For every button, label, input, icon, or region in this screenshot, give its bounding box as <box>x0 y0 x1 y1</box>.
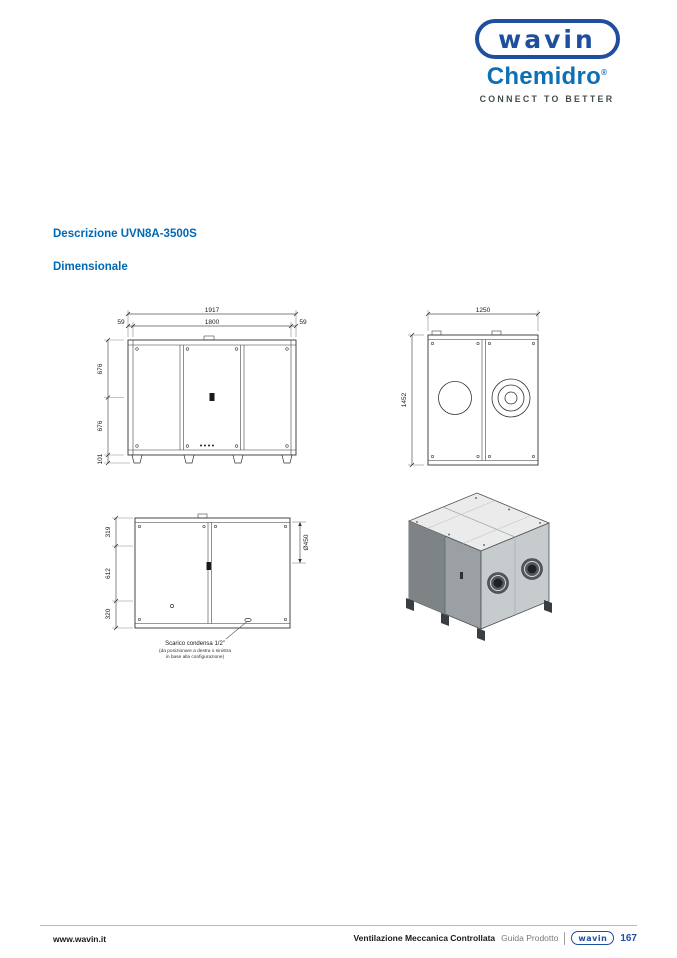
front-view-drawing: 1917 1800 59 59 676 676 101 <box>90 305 315 485</box>
door-handle-icon <box>209 393 215 401</box>
brand-tagline: CONNECT TO BETTER <box>479 94 615 104</box>
description-heading: Descrizione UVN8A-3500S <box>53 228 197 240</box>
dim-right-cap: 59 <box>299 319 307 326</box>
isometric-view-svg <box>406 492 552 641</box>
dim-left-cap: 59 <box>117 319 125 326</box>
condensate-drain-fitting <box>244 618 252 622</box>
flanged-duct-opening <box>491 378 531 418</box>
dim-top-section: 319 <box>105 526 112 537</box>
side-view-drawing: 1250 1452 <box>398 305 548 485</box>
registered-mark: ® <box>601 68 608 77</box>
dim-upper-height: 676 <box>97 363 104 374</box>
iso-door-handle <box>460 572 463 579</box>
iso-duct-1 <box>487 572 509 594</box>
isometric-view-drawing <box>392 478 572 658</box>
brand-block: wavin Chemidro® CONNECT TO BETTER <box>472 19 622 104</box>
side-view-svg: 1250 1452 <box>401 307 541 468</box>
duct-opening <box>438 381 472 415</box>
dim-base-height: 101 <box>97 453 104 464</box>
footer-website: www.wavin.it <box>53 934 107 944</box>
footer-doc-subtitle: Guida Prodotto <box>501 933 559 943</box>
unit-body-side <box>427 334 539 466</box>
dim-middle-section: 612 <box>105 568 112 579</box>
dim-inner-width: 1800 <box>205 319 220 326</box>
footer-separator <box>564 931 566 945</box>
footer-right-block: Ventilazione Meccanica Controllata Guida… <box>353 931 637 945</box>
chemidro-logo-text: Chemidro <box>486 63 602 90</box>
unit-body-left <box>134 517 291 629</box>
iso-duct-2 <box>521 558 543 580</box>
dim-height: 1452 <box>401 392 408 407</box>
wavin-logo: wavin <box>474 19 620 59</box>
left-view-drawing: 319 612 320 Ø450 Scarico condensa 1/2" <box>90 498 330 673</box>
condensate-note-2: in base alla configurazione) <box>166 654 225 660</box>
page-number: 167 <box>620 932 637 944</box>
dim-bottom-section: 320 <box>105 608 112 619</box>
footer-wavin-logo-text: wavin <box>578 933 608 943</box>
dim-lower-height: 676 <box>97 420 104 431</box>
condensate-label: Scarico condensa 1/2" <box>165 641 225 647</box>
footer-divider-line <box>40 925 637 926</box>
dim-depth: 1250 <box>476 307 491 314</box>
dim-duct-diameter: Ø450 <box>303 534 310 550</box>
door-handle-icon <box>206 562 211 570</box>
front-view-svg: 1917 1800 59 59 676 676 101 <box>97 307 307 466</box>
dim-total-width: 1917 <box>205 307 220 314</box>
dimensional-heading: Dimensionale <box>53 261 128 273</box>
condensate-leader-line <box>225 621 248 640</box>
left-view-svg: 319 612 320 Ø450 Scarico condensa 1/2" <box>105 513 310 660</box>
footer-wavin-logo: wavin <box>571 931 615 945</box>
chemidro-logo: Chemidro® <box>472 63 622 91</box>
condensate-note-1: (da posizionare a destra o sinistra <box>159 648 231 654</box>
footer-doc-title: Ventilazione Meccanica Controllata <box>353 933 496 943</box>
wavin-logo-text: wavin <box>498 24 596 54</box>
